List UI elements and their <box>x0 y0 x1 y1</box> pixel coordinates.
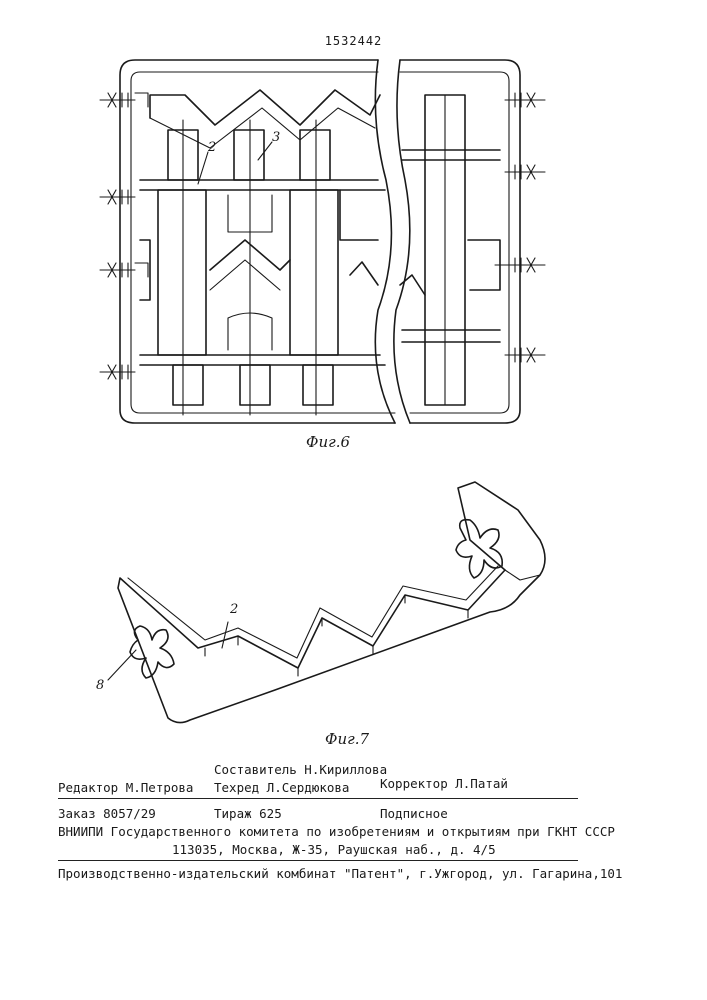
divider-2 <box>58 860 578 861</box>
figure-6-caption: Фиг.6 <box>306 433 350 451</box>
institute-line: ВНИИПИ Государственного комитета по изоб… <box>58 824 615 839</box>
housing-inner-right <box>400 72 509 413</box>
figure-7-drawing <box>108 482 545 723</box>
figure-6-ref-3: 3 <box>272 130 280 145</box>
circulation-line: Тираж 625 <box>214 806 282 821</box>
editor-line: Редактор М.Петрова <box>58 780 193 795</box>
subscription-line: Подписное <box>380 806 448 821</box>
housing-inner-left <box>131 72 395 413</box>
housing-outer-left <box>120 60 395 423</box>
figure-6-ref-2: 2 <box>208 140 216 155</box>
address-line: 113035, Москва, Ж-35, Раушская наб., д. … <box>172 842 496 857</box>
bracket-outline <box>118 482 545 723</box>
techred-line: Техред Л.Сердюкова <box>214 780 349 795</box>
corrector-line: Корректор Л.Патай <box>380 776 508 791</box>
compiler-line: Составитель Н.Кириллова <box>214 762 387 777</box>
figure-7-caption: Фиг.7 <box>325 730 369 748</box>
figure-7-ref-8: 8 <box>96 678 104 693</box>
fasteners-left <box>100 93 148 379</box>
order-line: Заказ 8057/29 <box>58 806 156 821</box>
break-line-left <box>375 60 395 423</box>
figure-7-ref-2: 2 <box>230 602 238 617</box>
printer-line: Производственно-издательский комбинат "П… <box>58 866 622 881</box>
housing-outer-right <box>400 60 520 423</box>
figure-6-drawing <box>100 60 545 423</box>
top-zigzag-plate <box>150 90 380 125</box>
cross-slot-left <box>130 626 174 678</box>
break-line-right <box>394 60 410 423</box>
divider-1 <box>58 798 578 799</box>
